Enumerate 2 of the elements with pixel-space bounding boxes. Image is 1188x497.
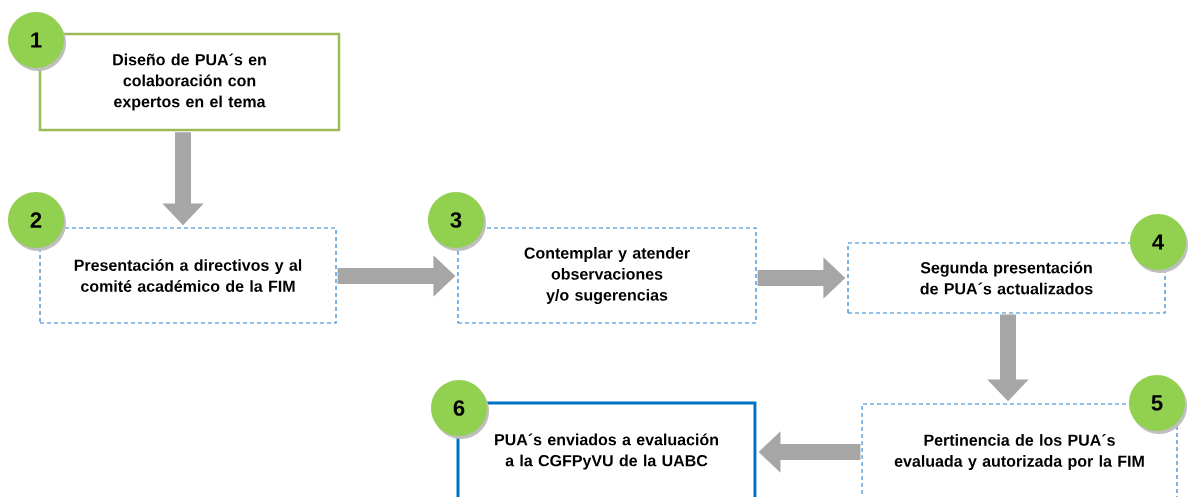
step-box: Presentación a directivos y al comité académico de la FIM xyxy=(39,227,337,324)
step-box: Contemplar y atender observaciones y/o sugerencias xyxy=(457,227,757,324)
